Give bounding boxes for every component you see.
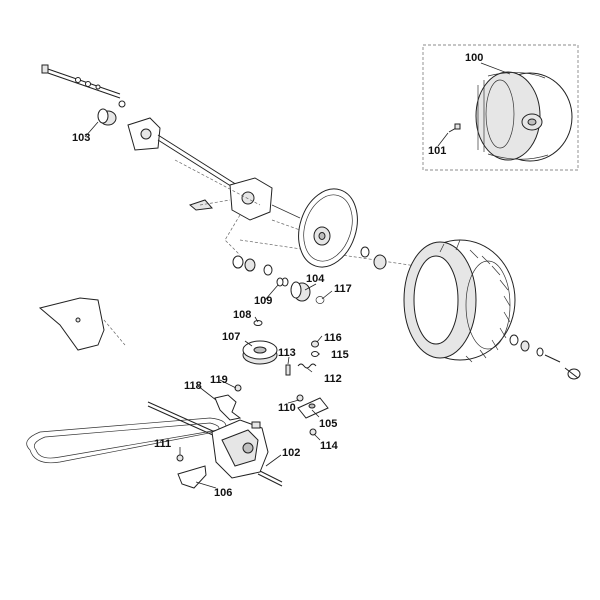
part-label-111: 111 (154, 438, 171, 450)
part-label-116: 116 (324, 332, 342, 344)
upper-axle-assembly (41, 64, 431, 269)
plate-106 (177, 465, 207, 489)
leader-lines (84, 62, 511, 489)
washer-109 (276, 277, 284, 287)
bolt-114 (309, 428, 317, 436)
inset-wheel-100 (475, 71, 573, 162)
part-label-117: 117 (334, 283, 352, 295)
drive-belt (26, 417, 227, 464)
part-label-118: 118 (184, 380, 202, 392)
transmission-102 (211, 419, 269, 479)
drive-shaft (147, 401, 283, 487)
part-label-106: 106 (214, 487, 232, 499)
key-108 (253, 320, 263, 326)
lever-bracket-105 (297, 397, 329, 419)
part-label-104: 104 (306, 273, 325, 285)
part-label-107: 107 (222, 331, 240, 343)
part-label-115: 115 (331, 349, 349, 361)
bolt-116 (311, 340, 319, 348)
part-label-110: 110 (278, 402, 296, 414)
pulley-107 (242, 340, 278, 365)
part-label-114: 114 (320, 440, 339, 452)
clip-117 (315, 296, 325, 304)
part-label-100: 100 (465, 52, 483, 64)
bearing-104 (290, 281, 311, 302)
inset-wheel-box (422, 44, 579, 171)
part-label-105: 105 (319, 418, 337, 430)
spring-112 (297, 363, 317, 369)
bracket-118 (214, 394, 242, 421)
part-label-103: 103 (72, 132, 90, 144)
bushing-103 (97, 108, 117, 126)
axle-end-hardware (509, 334, 581, 380)
part-label-102: 102 (282, 447, 300, 459)
cover-plate (38, 297, 126, 351)
part-label-119: 119 (210, 374, 228, 386)
screw-111 (176, 454, 184, 462)
part-label-108: 108 (233, 309, 251, 321)
part-label-109: 109 (254, 295, 272, 307)
part-label-112: 112 (324, 373, 342, 385)
part-label-113: 113 (278, 347, 296, 359)
sprocket-disk (298, 188, 358, 268)
axle-spacers (232, 246, 387, 287)
pin-113 (285, 364, 291, 376)
washer-115 (311, 351, 319, 357)
screw-110 (296, 394, 304, 402)
drive-wheel (403, 239, 516, 363)
part-labels: 100 101 102 103 104 105 106 107 108 109 … (72, 52, 483, 499)
part-label-101: 101 (428, 145, 446, 157)
screw-119 (234, 384, 242, 392)
inset-screw-101 (448, 123, 461, 133)
